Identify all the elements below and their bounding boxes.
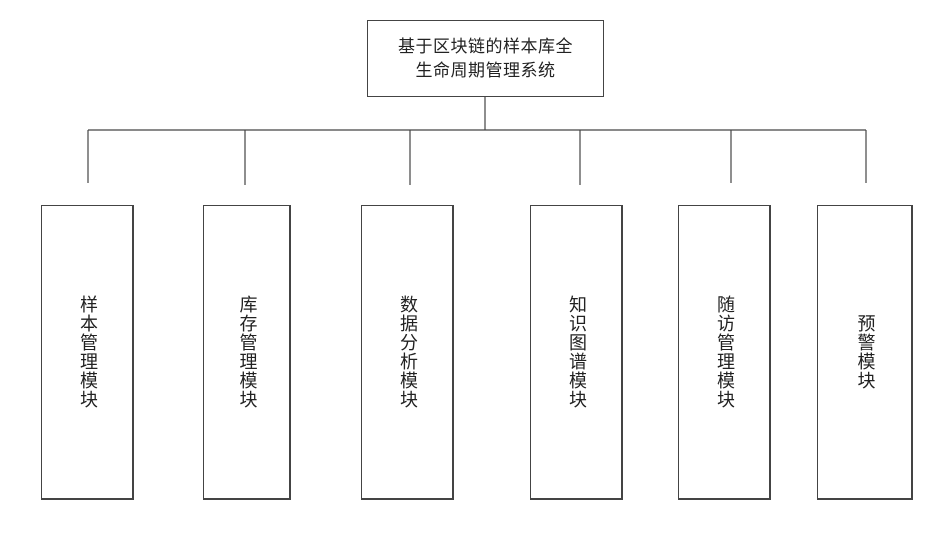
module-label-analysis: 数据分析模块 bbox=[397, 295, 417, 409]
module-box-inventory: 库存管理模块 bbox=[203, 205, 291, 500]
module-box-sample: 样本管理模块 bbox=[41, 205, 134, 500]
module-box-followup: 随访管理模块 bbox=[678, 205, 771, 500]
module-label-sample: 样本管理模块 bbox=[77, 295, 97, 409]
module-box-knowledge: 知识图谱模块 bbox=[530, 205, 623, 500]
module-label-knowledge: 知识图谱模块 bbox=[566, 295, 586, 409]
root-title-line2: 生命周期管理系统 bbox=[416, 59, 556, 83]
module-box-warning: 预警模块 bbox=[817, 205, 913, 500]
root-system-box: 基于区块链的样本库全 生命周期管理系统 bbox=[367, 20, 604, 97]
module-label-followup: 随访管理模块 bbox=[714, 295, 734, 409]
module-label-inventory: 库存管理模块 bbox=[237, 295, 257, 409]
module-label-warning: 预警模块 bbox=[855, 314, 875, 390]
root-title-line1: 基于区块链的样本库全 bbox=[398, 35, 573, 59]
module-box-analysis: 数据分析模块 bbox=[361, 205, 454, 500]
